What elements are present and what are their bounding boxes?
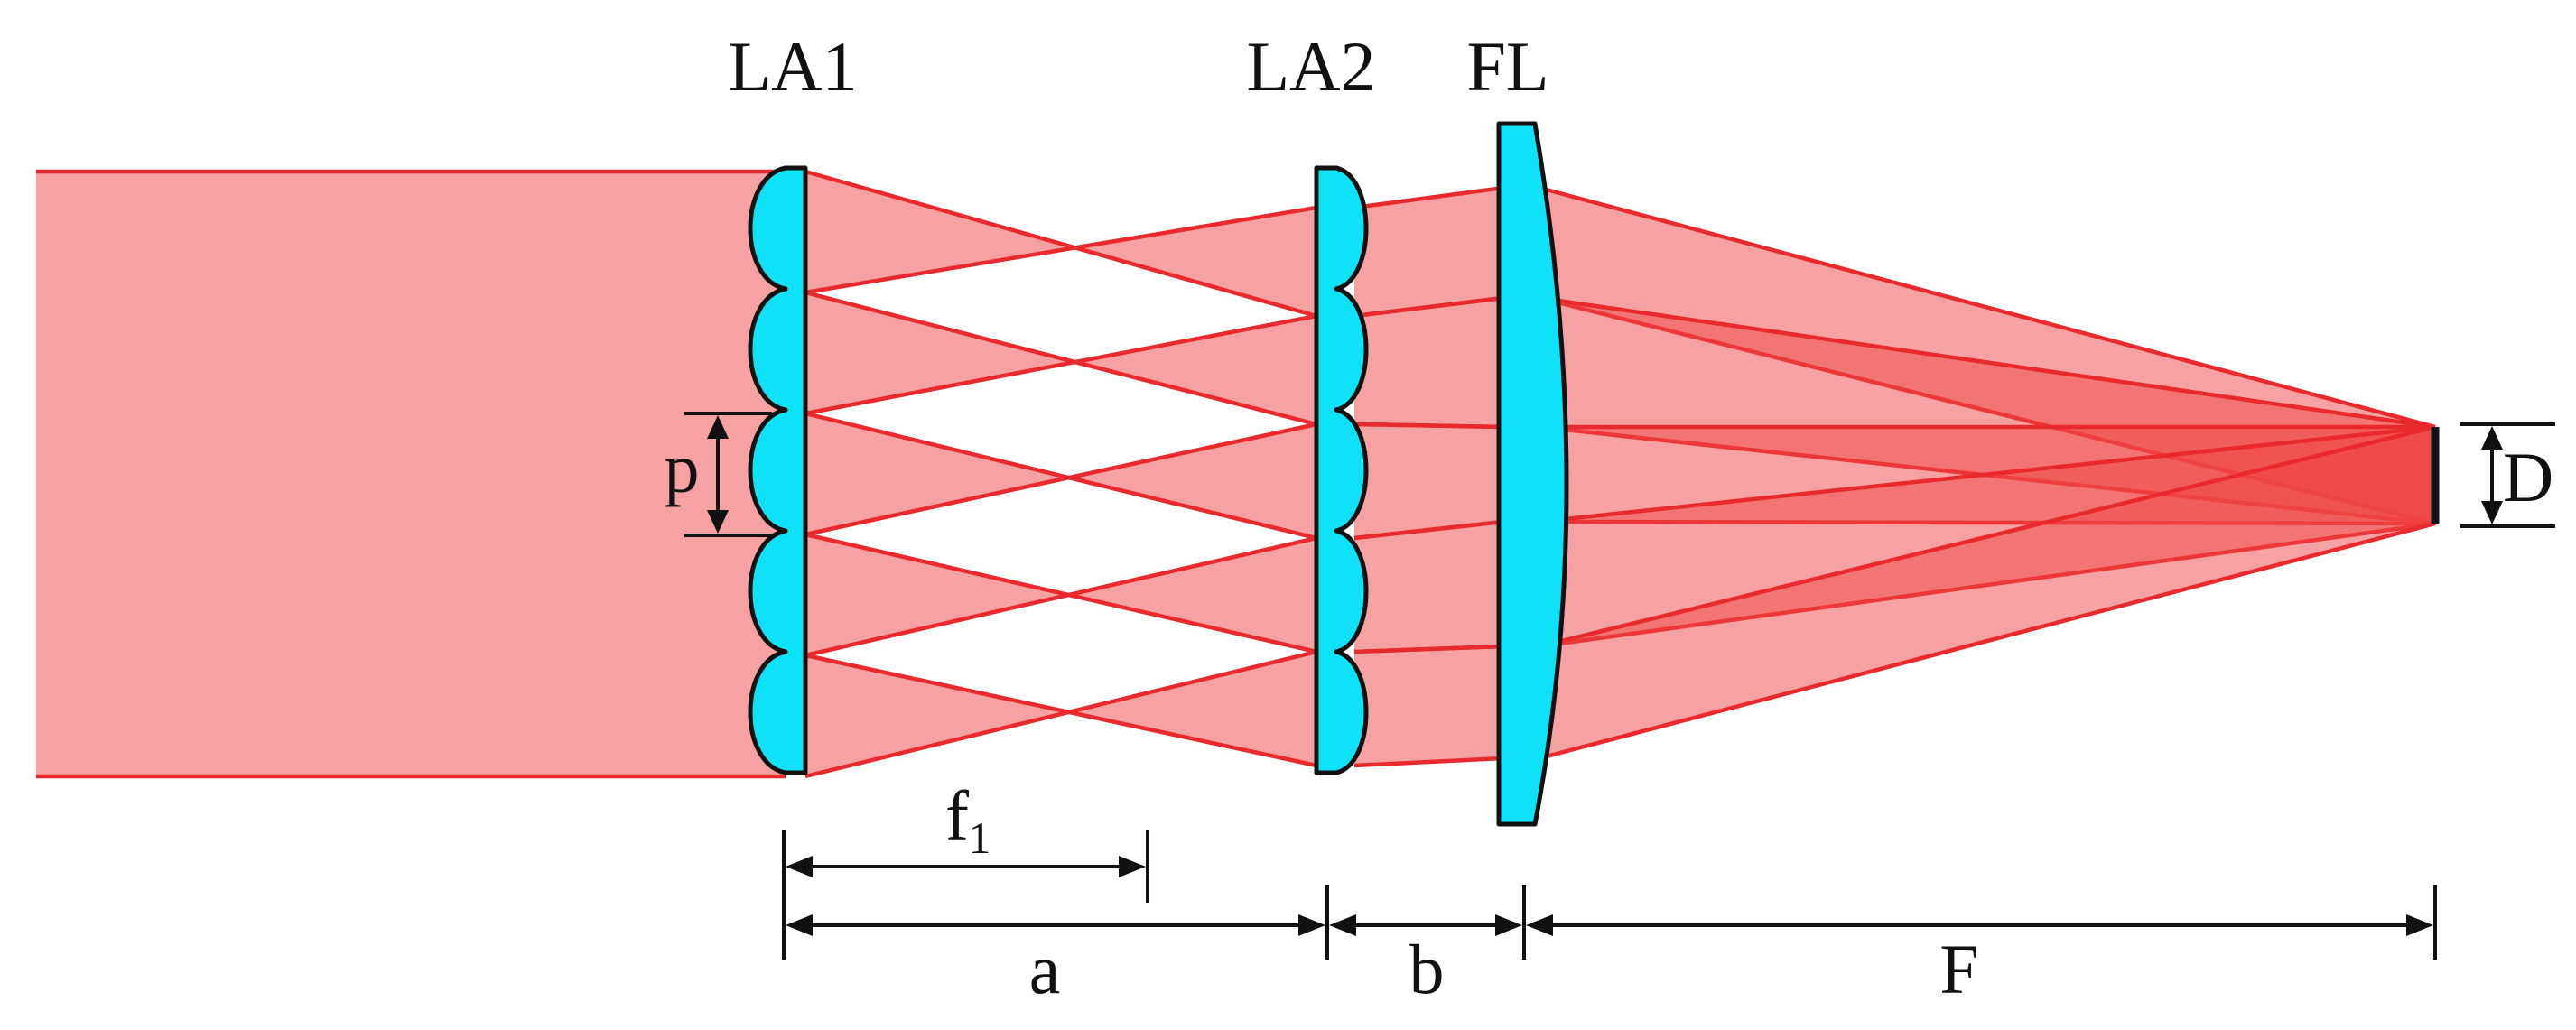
ray-b-top-1	[1353, 185, 1504, 210]
label-spot-size: D	[2503, 438, 2553, 516]
beamlet-b-5	[1354, 646, 1503, 766]
beams-fl-to-focus	[1539, 185, 2436, 761]
beamlet-b-3	[1354, 424, 1503, 538]
label-la2: LA2	[1247, 27, 1376, 106]
f1-dimension	[786, 856, 1146, 877]
lens-array-1	[748, 165, 808, 775]
field-lens	[1496, 121, 1569, 827]
F-dimension	[1526, 914, 2433, 936]
ray-b-top-5	[1353, 644, 1504, 654]
ray-a-top-1	[804, 169, 1317, 319]
ray-c-bot-5	[1539, 521, 2436, 761]
ray-a-bot-5	[804, 649, 1317, 779]
label-f1: f	[945, 776, 969, 855]
pitch-dimension	[684, 412, 772, 537]
ray-c-top-5	[1539, 424, 2436, 649]
ray-b-top-2	[1353, 295, 1504, 319]
ray-a-top-2	[804, 290, 1317, 427]
label-F: F	[1939, 930, 1978, 1008]
ray-b-top-3	[1353, 422, 1504, 430]
input-beam	[36, 169, 786, 779]
label-fl: FL	[1466, 27, 1548, 106]
a-dimension	[786, 914, 1325, 936]
beam-c-5	[1539, 427, 2435, 758]
ray-a-top-4	[804, 532, 1317, 654]
ray-b-top-4	[1353, 519, 1504, 541]
ray-a-top-3	[804, 411, 1317, 541]
beamlet-b-1	[1354, 188, 1503, 316]
ray-b-bot-5	[1353, 756, 1504, 768]
spot-size-dimension	[2460, 422, 2555, 528]
lens-array-2	[1314, 165, 1369, 775]
ray-a-bot-1	[804, 205, 1317, 295]
ray-c-top-2	[1539, 295, 2436, 430]
beamlets-la1-la2	[804, 169, 1317, 779]
extension-lines	[782, 830, 2437, 960]
ray-a-bot-2	[804, 313, 1317, 416]
ray-a-bot-4	[804, 535, 1317, 658]
label-pitch: p	[665, 429, 700, 507]
b-dimension	[1329, 914, 1522, 936]
label-la1: LA1	[729, 27, 858, 106]
ray-c-top-1	[1539, 185, 2436, 430]
label-f1-subscript: 1	[969, 812, 991, 863]
ray-a-bot-3	[804, 422, 1317, 537]
ray-a-top-5	[804, 653, 1317, 768]
beamlet-b-4	[1354, 522, 1503, 652]
beamlet-b-2	[1354, 298, 1503, 427]
beamlets-la2-fl	[1353, 185, 1504, 768]
label-b: b	[1409, 930, 1445, 1008]
ray-c-top-4	[1539, 424, 2436, 524]
label-a: a	[1029, 930, 1061, 1008]
